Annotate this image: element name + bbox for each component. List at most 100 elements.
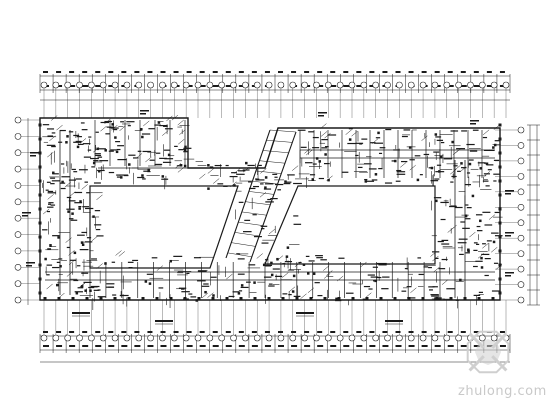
rebar-mark (485, 162, 489, 165)
rebar-mark (435, 199, 438, 203)
stair-tread (269, 129, 297, 133)
dimension-text (199, 71, 205, 73)
annotation-text (478, 291, 483, 293)
annotation-text (86, 237, 92, 239)
leader-line (143, 120, 150, 127)
annotation-text (282, 293, 288, 295)
annotation-text (112, 294, 117, 296)
annotation-text (476, 230, 483, 232)
column (498, 263, 502, 267)
dimension-text (69, 331, 75, 333)
leader-line (305, 149, 313, 156)
leader-line (58, 292, 65, 299)
column (38, 193, 42, 197)
column (197, 297, 201, 300)
leader-line (234, 168, 241, 174)
annotation-text (272, 173, 278, 175)
annotation-text (77, 287, 84, 289)
annotation-text (128, 267, 133, 269)
rebar-mark (59, 265, 62, 268)
column (38, 123, 42, 127)
annotation-text (116, 174, 121, 176)
dimension-text (382, 345, 389, 347)
dimension-text (173, 71, 179, 73)
annotation-text (22, 215, 28, 217)
grid-bubble-right (517, 234, 525, 242)
annotation-text (120, 121, 124, 123)
leader-line (288, 286, 296, 293)
annotation-text (87, 149, 92, 151)
annotation-text (438, 268, 446, 270)
annotation-text (132, 157, 139, 159)
annotation-text (267, 198, 272, 201)
annotation-text (378, 167, 383, 170)
annotation-text (298, 261, 302, 264)
annotation-text (42, 229, 48, 231)
annotation-text (84, 241, 93, 243)
annotation-text (406, 286, 412, 288)
annotation-text (363, 285, 371, 288)
dimension-text (291, 331, 297, 333)
annotation-text (494, 235, 503, 237)
column (498, 179, 502, 183)
grid-bubble-top (396, 81, 403, 89)
dimension-text (199, 331, 205, 333)
grid-bubble-bottom (360, 334, 368, 342)
logo-arm (468, 332, 485, 349)
annotation-text (491, 232, 499, 234)
stair-tread (259, 160, 285, 164)
annotation-text (288, 294, 292, 296)
rebar-mark (141, 174, 144, 177)
annotation-text (308, 131, 315, 133)
diagonal-wall (225, 129, 271, 259)
dimension-text (56, 345, 63, 347)
annotation-text (147, 170, 151, 173)
rebar-mark (364, 180, 368, 183)
annotation-text (263, 188, 272, 190)
annotation-text (30, 155, 36, 157)
leader-line (65, 237, 72, 243)
annotation-text (477, 162, 486, 164)
dimension-text (186, 85, 193, 87)
rebar-mark (264, 186, 267, 189)
rebar-mark (49, 244, 52, 247)
dimension-text (251, 71, 257, 73)
annotation-text (90, 157, 99, 160)
annotation-text (173, 255, 183, 257)
column (38, 207, 42, 211)
grid-bubble-bottom (325, 334, 332, 342)
annotation-text (338, 257, 345, 259)
annotation-text (433, 197, 442, 199)
leader-line (207, 168, 214, 174)
column (169, 297, 173, 300)
annotation-text (105, 286, 115, 288)
annotation-text (261, 242, 269, 244)
annotation-text (323, 162, 330, 165)
rebar-mark (65, 141, 68, 144)
annotation-text (164, 128, 173, 130)
grid-bubble-bottom (277, 334, 285, 342)
dimension-text (95, 331, 101, 333)
annotation-text (428, 266, 432, 269)
annotation-text (76, 265, 81, 267)
annotation-text (264, 259, 269, 261)
annotation-text (247, 164, 255, 167)
rebar-mark (207, 164, 210, 167)
dimension-text (330, 71, 336, 73)
annotation-text (457, 242, 467, 244)
grid-bubble-left (14, 214, 22, 222)
leader-line (207, 292, 214, 298)
annotation-text (300, 146, 307, 148)
dimension-text (56, 71, 62, 73)
leader-line (488, 214, 496, 220)
column (498, 151, 502, 155)
rebar-mark (167, 153, 171, 157)
dimension-text (369, 85, 376, 87)
annotation-text (476, 225, 481, 228)
annotation-text (348, 128, 353, 130)
annotation-text (74, 202, 83, 204)
column (281, 297, 285, 300)
rebar-mark (286, 246, 290, 249)
annotation-text (74, 191, 83, 194)
leader-line (145, 156, 152, 163)
